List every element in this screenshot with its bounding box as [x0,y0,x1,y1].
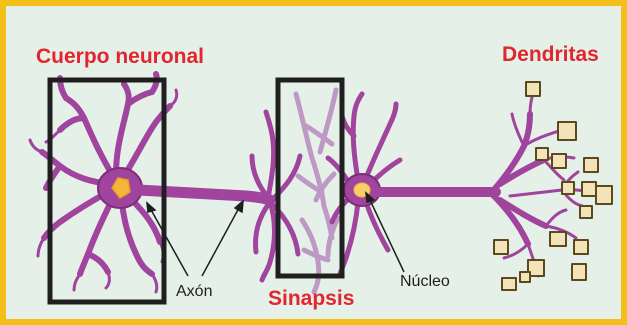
axon-label: Axón [176,284,212,300]
dendrites-label: Dendritas [502,44,599,65]
synapse-label: Sinapsis [268,288,354,309]
axon-arrow-1 [150,208,188,276]
synapse-faded-branches [296,90,338,292]
second-neuron [328,94,496,274]
nucleus-arrow [369,198,404,272]
first-neuron-axon [138,190,270,200]
axon-arrow-1-head [147,203,155,212]
neuron-diagram: Cuerpo neuronal Dendritas Sinapsis Axón … [6,6,621,319]
cell-body-label: Cuerpo neuronal [36,46,204,67]
nucleus-label: Núcleo [400,274,450,290]
axon-arrow-2-head [235,201,243,212]
dendrite-tree [492,82,612,290]
axon-arrow-2 [202,206,240,276]
